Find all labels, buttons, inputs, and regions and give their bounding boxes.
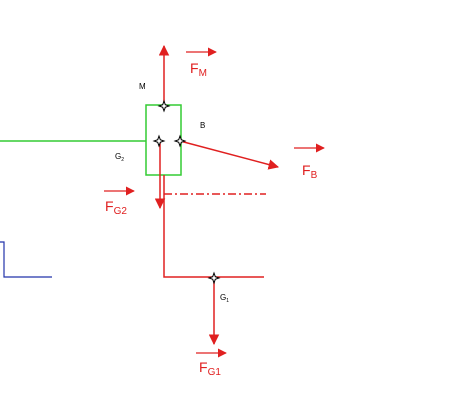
force-label-fb-sub: B (311, 170, 318, 181)
ground-support-line (0, 241, 52, 278)
force-vector-b (179, 140, 280, 170)
force-label-fg1-main: F (199, 359, 208, 375)
point-marker-g2 (152, 134, 166, 148)
point-label-b: B (200, 121, 205, 130)
force-label-fm-main: F (190, 60, 199, 76)
force-label-fm-sub: M (199, 68, 207, 79)
force-label-fg2-main: F (105, 198, 114, 214)
point-label-g2-sub: 2 (121, 157, 124, 163)
force-label-fg2: FG2 (105, 198, 127, 217)
point-marker-g1 (207, 271, 221, 285)
point-label-g1: G1 (220, 293, 229, 304)
point-label-m: M (139, 82, 146, 91)
force-label-fg2-sub: G2 (114, 206, 128, 217)
point-label-g2: G2 (115, 152, 124, 163)
point-label-g2-main: G (115, 152, 121, 161)
force-label-fb-main: F (302, 162, 311, 178)
point-label-g1-main: G (220, 293, 226, 302)
point-marker-m (157, 99, 171, 113)
force-label-fm: FM (190, 60, 207, 79)
point-marker-b (173, 134, 187, 148)
force-label-fb: FB (302, 162, 318, 181)
force-label-fg1: FG1 (199, 359, 221, 378)
body-box (145, 104, 182, 176)
red-rod (163, 175, 264, 278)
point-label-g1-sub: 1 (226, 298, 229, 304)
force-label-fg1-sub: G1 (208, 367, 222, 378)
